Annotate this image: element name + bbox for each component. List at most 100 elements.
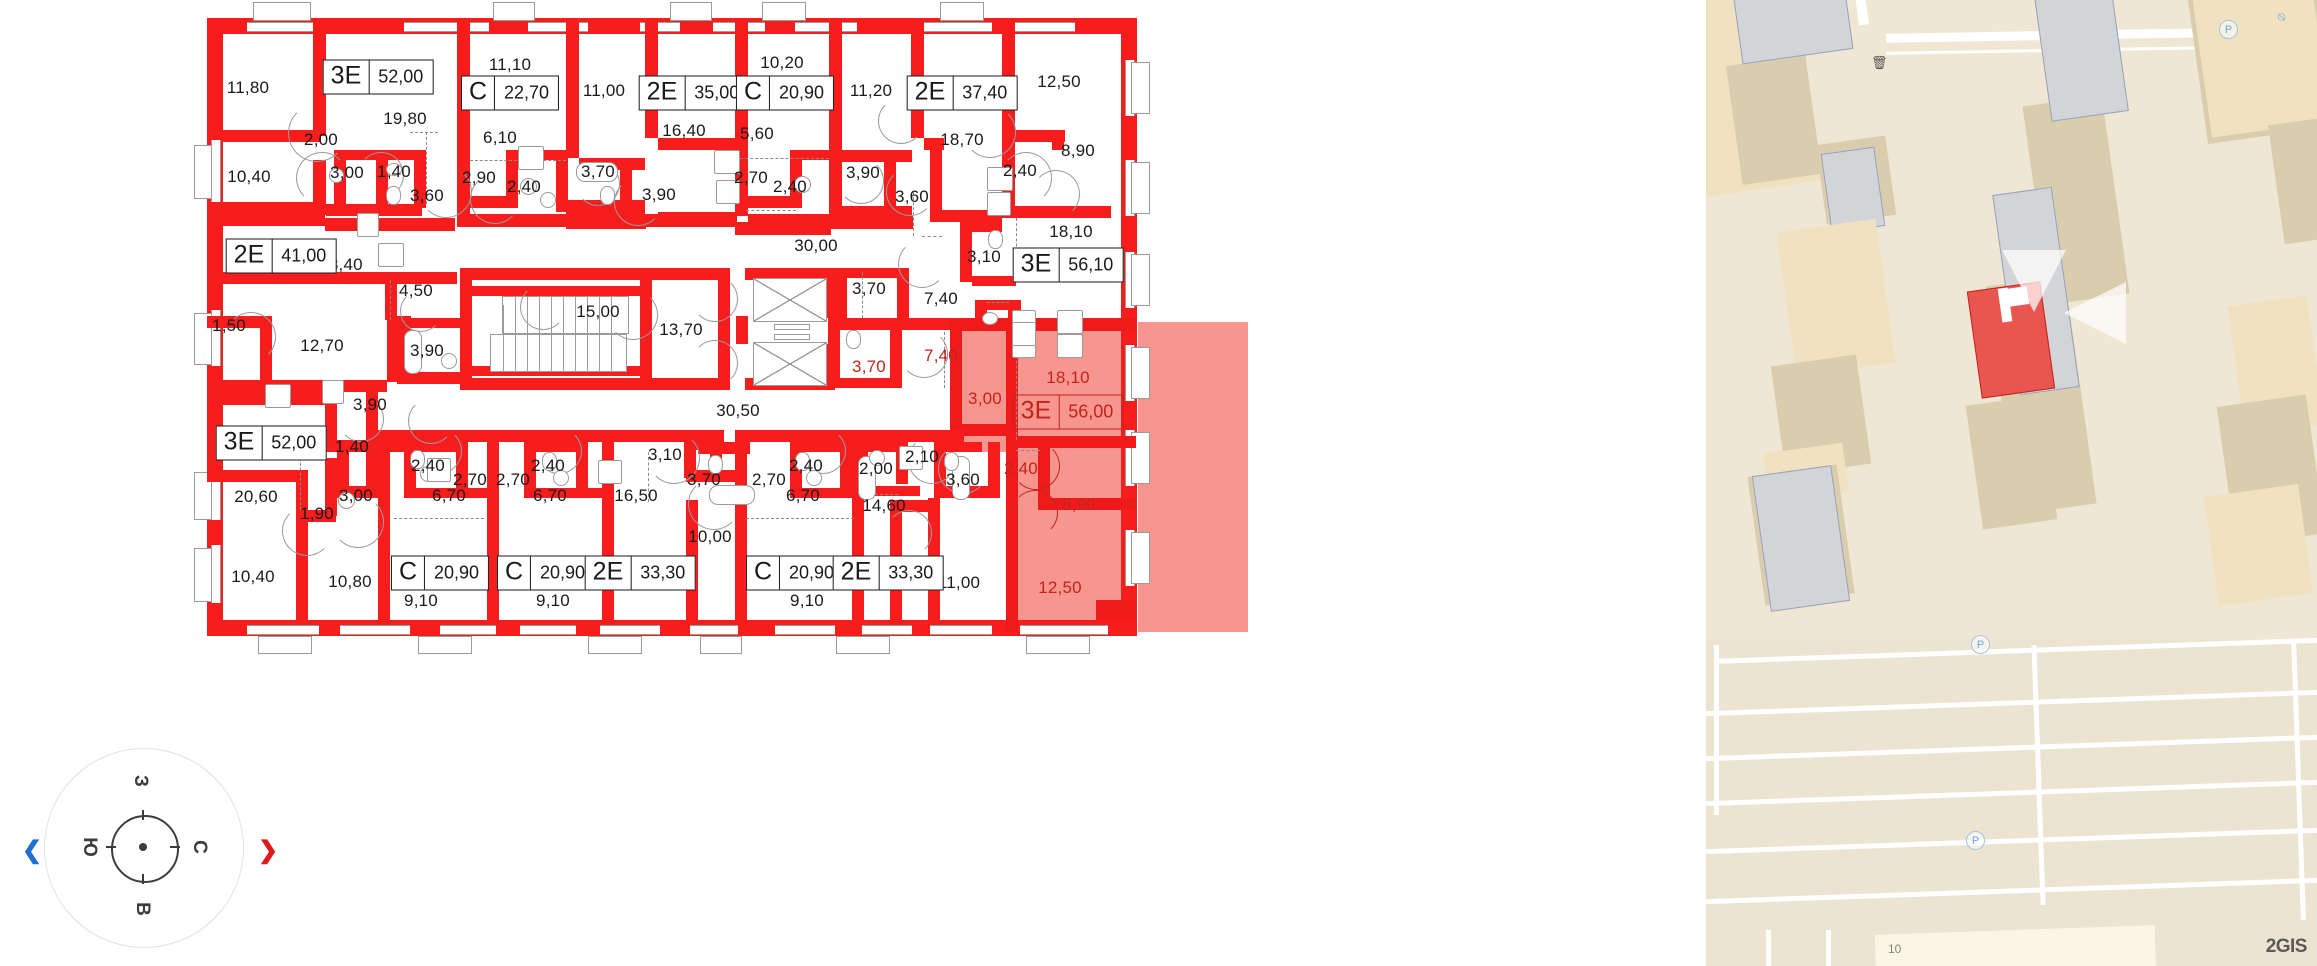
bathtub-icon <box>709 485 755 505</box>
boiler-icon <box>322 380 344 404</box>
stove-icon <box>714 150 740 174</box>
sink-icon <box>329 168 344 183</box>
room-area-label: 1,40 <box>377 162 411 181</box>
room-area-label: 8,90 <box>1062 495 1096 514</box>
room-area-label: 3,00 <box>968 389 1002 408</box>
staircase-lower <box>490 334 627 372</box>
shower-icon <box>1012 322 1036 346</box>
room-area-label: 5,60 <box>740 124 774 143</box>
room-area-label: 12,70 <box>300 336 344 355</box>
elevator-shaft-2 <box>753 342 827 386</box>
parking-icon: P <box>1966 831 1985 850</box>
toilet-icon <box>600 186 615 205</box>
room-area-label: 11,20 <box>849 81 893 100</box>
apartment-rooms: C <box>504 557 524 586</box>
zone-divider <box>426 132 427 204</box>
shower-icon <box>427 458 451 482</box>
room-area-label: 3,00 <box>330 163 364 182</box>
room-area-label: 6,70 <box>786 486 820 505</box>
stove-icon <box>1057 310 1083 334</box>
room-area-label: 3,10 <box>967 247 1001 266</box>
apartment-area: 35,00 <box>684 76 748 110</box>
room-area-label: 2,70 <box>752 470 786 489</box>
room-area-label: 2,40 <box>773 177 807 196</box>
room-area-label: 19,80 <box>383 109 427 128</box>
rotate-right-button[interactable]: ❯ <box>258 837 279 864</box>
apartment-rooms: 2E <box>592 557 624 586</box>
stove-icon <box>987 167 1013 191</box>
room-area-label: 7,40 <box>924 346 958 365</box>
bathtub-icon <box>576 162 618 182</box>
room-area-label: 3,00 <box>339 486 373 505</box>
room-area-label: 6,10 <box>483 128 517 147</box>
parking-icon: P <box>1971 635 1990 654</box>
room-area-label: 3,90 <box>353 395 387 414</box>
compass-rose[interactable]: З С Ю В ❮ ❯ <box>22 748 278 948</box>
room-area-label: 18,70 <box>940 130 984 149</box>
room-area-label: 10,80 <box>328 572 372 591</box>
washer-icon <box>441 353 457 369</box>
compass-label-bottom: В <box>131 902 153 916</box>
zone-divider <box>1016 330 1017 440</box>
washer-icon <box>869 450 885 466</box>
compass-ring <box>44 748 244 948</box>
room-area-label: 2,00 <box>304 130 338 149</box>
bike-parking-icon: ⍉ <box>2278 10 2286 24</box>
room-area-label: 10,00 <box>688 527 732 546</box>
zone-divider <box>1016 218 1017 272</box>
washer-icon <box>520 178 537 195</box>
rotate-left-button[interactable]: ❮ <box>22 837 43 864</box>
apartment-rooms: C <box>753 557 773 586</box>
room-area-label: 2,40 <box>507 177 541 196</box>
room-area-label: 10,20 <box>760 53 804 72</box>
apartment-rooms: 2E <box>840 557 872 586</box>
bathtub-icon <box>404 330 422 374</box>
compass-label-right: С <box>188 840 210 854</box>
room-area-label: 4,50 <box>399 281 433 300</box>
zone-divider <box>862 272 863 318</box>
toilet-icon <box>944 452 959 471</box>
zone-divider <box>390 280 391 320</box>
apartment-rooms: C <box>398 557 418 586</box>
sink-icon <box>982 312 998 325</box>
apartment-rooms: 3E <box>330 61 362 90</box>
room-area-label: 10,40 <box>231 567 275 586</box>
zone-divider <box>394 518 484 519</box>
location-map[interactable]: 6174 PPP 10 ⍉ 🗑 2GIS <box>1706 0 2317 966</box>
map-building <box>1730 0 1854 65</box>
elevator-shaft-1 <box>753 278 827 322</box>
apartment-area: 33,30 <box>878 556 942 590</box>
room-area-label: 2,10 <box>905 447 939 466</box>
room-area-label: 7,40 <box>924 289 958 308</box>
toilet-icon <box>386 186 401 205</box>
room-area-label: 11,80 <box>226 78 270 97</box>
apartment-rooms: 3E <box>1020 249 1052 278</box>
stove-icon <box>518 146 544 170</box>
room-area-label: 3,60 <box>410 186 444 205</box>
compass-label-left: Ю <box>78 837 100 857</box>
shower-icon <box>899 446 923 470</box>
room-area-label: 3,70 <box>852 357 886 376</box>
room-area-label: 15,00 <box>576 302 620 321</box>
zone-divider <box>746 210 796 211</box>
room-area-label: 3,60 <box>946 470 980 489</box>
shower-icon <box>598 460 622 484</box>
room-area-label: 9,10 <box>536 591 570 610</box>
stove-icon <box>378 243 404 267</box>
room-area-label: 2,00 <box>859 459 893 478</box>
